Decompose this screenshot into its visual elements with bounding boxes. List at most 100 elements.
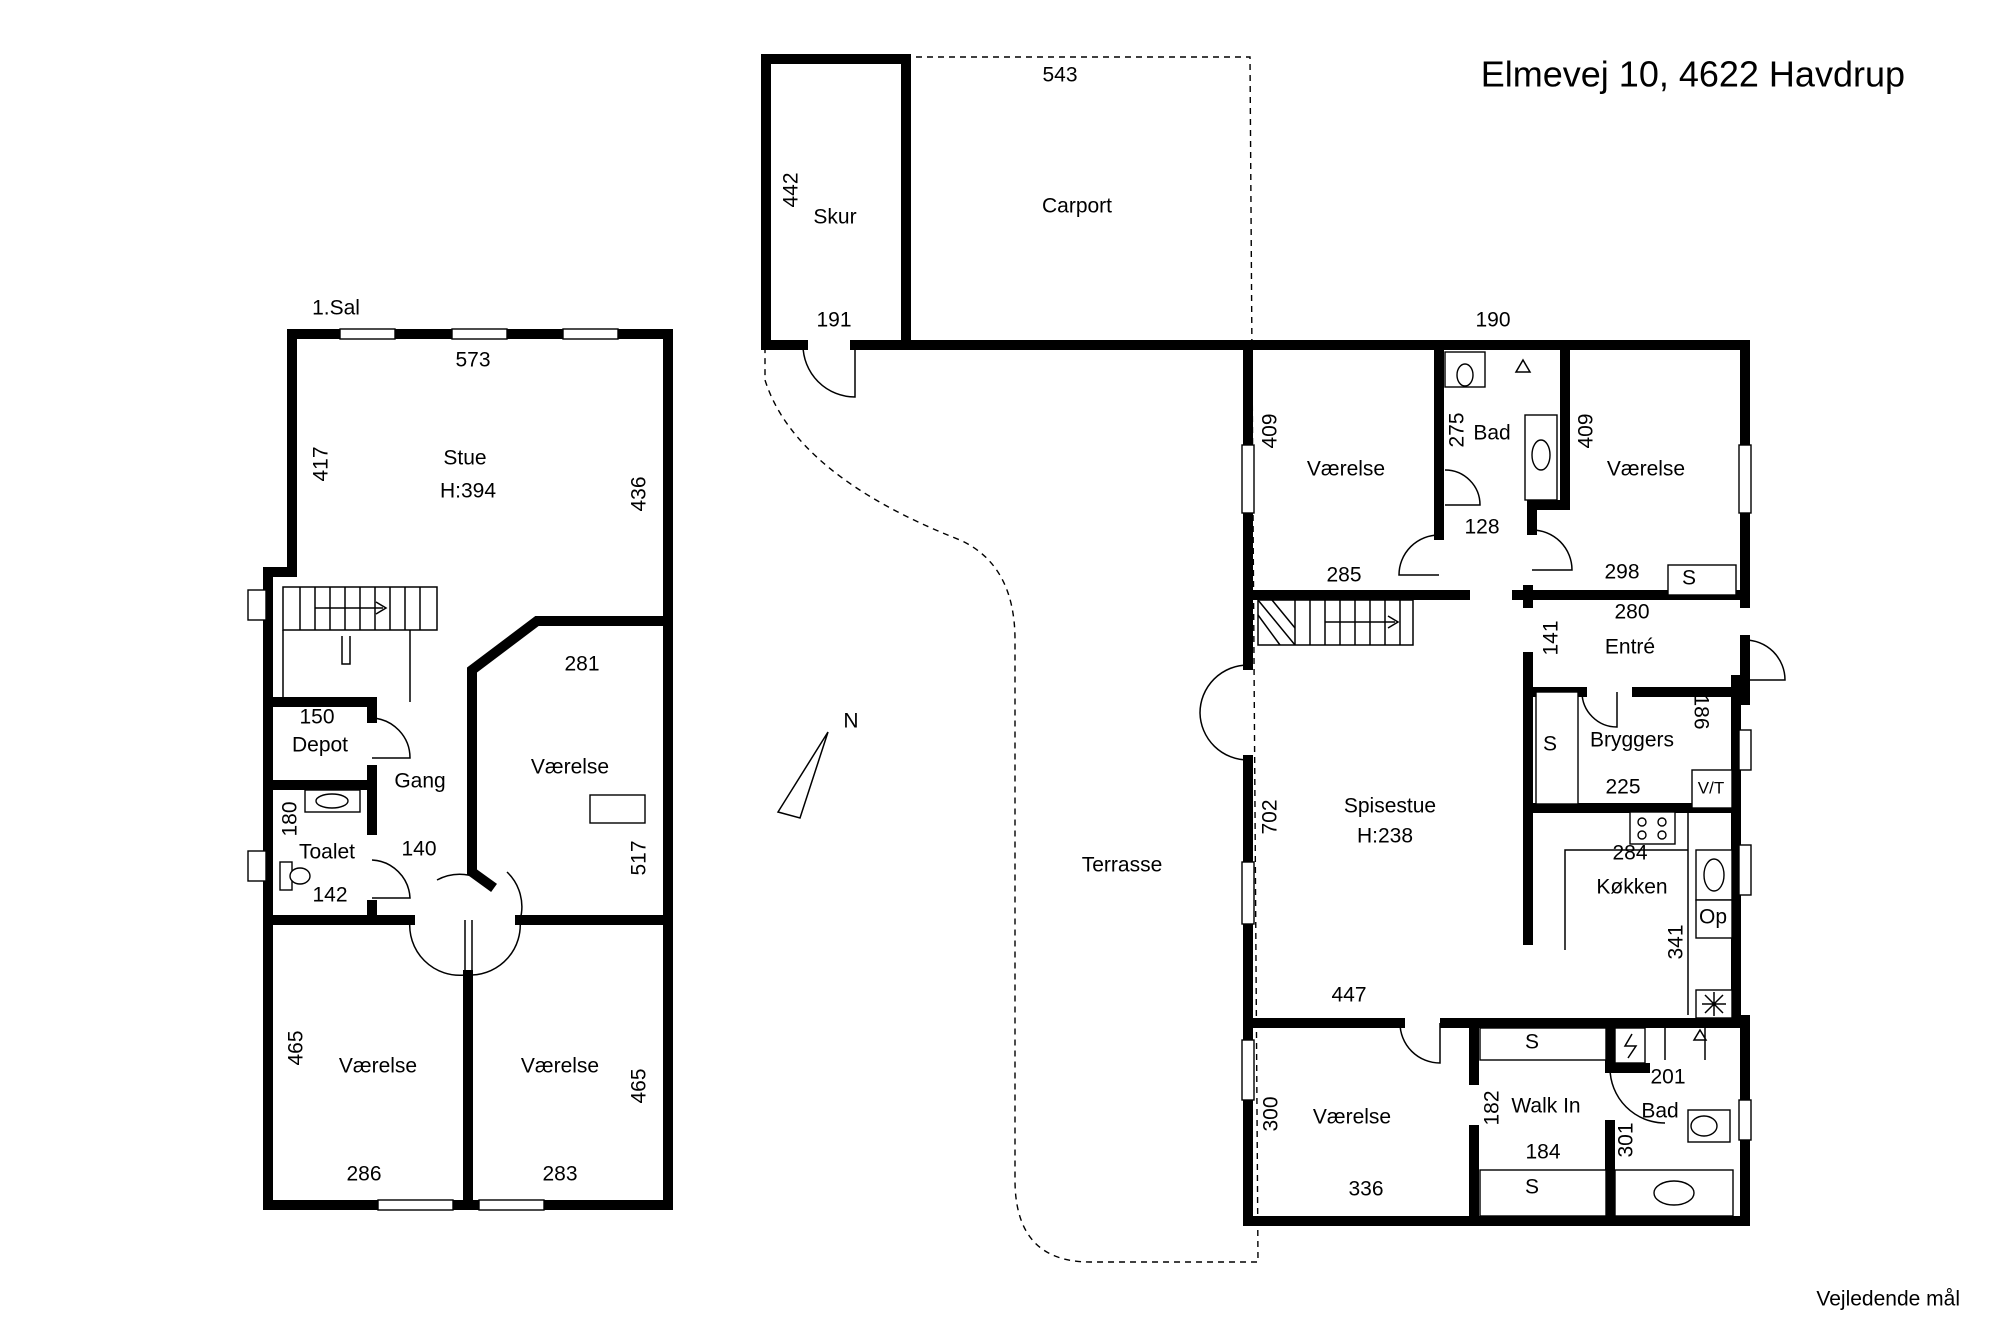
fixture-label: S: [1525, 1176, 1539, 1199]
room-label-bad: Bad: [1641, 1100, 1678, 1123]
dimension-label: 543: [1042, 64, 1077, 87]
dimension-label: 150: [299, 706, 334, 729]
door-swing: [1444, 469, 1481, 506]
room-height-spisestue: H:238: [1357, 825, 1413, 848]
dimension-label: 180: [279, 801, 302, 836]
dimension-label: 190: [1475, 309, 1510, 332]
dimension-label: 517: [628, 840, 651, 875]
door-swing: [802, 344, 856, 398]
room-label-vaerelse: Værelse: [1607, 458, 1685, 481]
room-label-walkin: Walk In: [1511, 1095, 1580, 1118]
dimension-label: 201: [1650, 1066, 1685, 1089]
dimension-label: 336: [1348, 1178, 1383, 1201]
fixture-s: [1667, 564, 1737, 596]
dimension-label: 702: [1259, 799, 1282, 834]
disclaimer-note: Vejledende mål: [1816, 1288, 1960, 1311]
window: [562, 328, 619, 340]
dimension-label: 281: [564, 653, 599, 676]
room-label-vaerelse: Værelse: [521, 1055, 599, 1078]
fixture-label: S: [1525, 1031, 1539, 1054]
ground-stair: [1257, 599, 1414, 646]
dimension-label: 300: [1260, 1096, 1283, 1131]
window: [1241, 444, 1255, 514]
door-swing: [371, 859, 411, 899]
ground-floor-plan: Værelse Bad Værelse Entré Bryggers Spise…: [1199, 309, 1786, 1226]
shower-icon: [1514, 358, 1532, 373]
dimension-label: 285: [1326, 564, 1361, 587]
dimension-label: 142: [312, 884, 347, 907]
dimension-label: 409: [1259, 413, 1282, 448]
outbuilding-plan: Skur Carport 543 442 191: [761, 54, 1259, 1263]
fixture-op: [1695, 899, 1733, 939]
room-label-vaerelse: Værelse: [339, 1055, 417, 1078]
dimension-label: 465: [628, 1068, 651, 1103]
window: [339, 328, 396, 340]
fixture-label: Op: [1699, 906, 1727, 929]
fixture-s: [1479, 1027, 1607, 1061]
fixture-label: V/T: [1698, 778, 1724, 797]
door-swing: [1531, 529, 1573, 571]
window: [1241, 1039, 1255, 1101]
window: [1738, 444, 1752, 514]
room-label-kokken: Køkken: [1596, 876, 1667, 899]
dimension-label: 286: [346, 1163, 381, 1186]
area-label-terrasse: Terrasse: [1082, 854, 1163, 877]
fixture-s: [1479, 1169, 1607, 1217]
dimension-label: 140: [401, 838, 436, 861]
dimension-label: 186: [1689, 694, 1712, 729]
door-swing: [1744, 639, 1786, 681]
window: [478, 1199, 545, 1211]
floor-label: 1.Sal: [312, 297, 360, 320]
dimension-label: 225: [1605, 776, 1640, 799]
door-swing: [1399, 1022, 1441, 1064]
dimension-label: 465: [285, 1030, 308, 1065]
room-label-bad: Bad: [1473, 422, 1510, 445]
upper-floor-plan: 1.Sal: [247, 297, 673, 1211]
dimension-label: 280: [1614, 601, 1649, 624]
room-label-vaerelse: Værelse: [531, 756, 609, 779]
kitchen-counter: [1564, 808, 1689, 1015]
door-swing: [436, 873, 491, 886]
door-swing: [1581, 691, 1618, 728]
room-label-entre: Entré: [1605, 636, 1655, 659]
door-swing: [471, 919, 521, 976]
room-height-stue: H:394: [440, 480, 496, 503]
dimension-label: 301: [1615, 1122, 1638, 1157]
dimension-label: 182: [1481, 1090, 1504, 1125]
dimension-label: 283: [542, 1163, 577, 1186]
dimension-label: 128: [1464, 516, 1499, 539]
dimension-label: 447: [1331, 984, 1366, 1007]
address-title: Elmevej 10, 4622 Havdrup: [1481, 54, 1905, 95]
dimension-label: 275: [1446, 412, 1469, 447]
stove-icon: [1629, 811, 1676, 845]
window: [377, 1199, 454, 1211]
dimension-label: 341: [1665, 924, 1688, 959]
shed-walls: [761, 54, 1257, 350]
room-label-vaerelse: Værelse: [1307, 458, 1385, 481]
dimension-label: 141: [1540, 620, 1563, 655]
wall: [1527, 340, 1570, 535]
door-swing: [1199, 664, 1249, 761]
room-label-depot: Depot: [292, 734, 348, 757]
dimension-label: 436: [628, 476, 651, 511]
window: [1241, 861, 1255, 925]
window-skylight: [247, 850, 267, 882]
dimension-label: 284: [1612, 842, 1647, 865]
room-label-bryggers: Bryggers: [1590, 729, 1674, 752]
dimension-label: 417: [310, 446, 333, 481]
room-label-toilet: Toalet: [299, 841, 355, 864]
door-swing: [1609, 1067, 1666, 1124]
window: [1738, 729, 1752, 771]
dimension-label: 442: [780, 172, 803, 207]
dimension-label: 191: [816, 309, 851, 332]
room-label-carport: Carport: [1042, 195, 1112, 218]
room-label-skur: Skur: [813, 206, 856, 229]
window-skylight: [247, 589, 267, 621]
shower-icon: [1664, 1023, 1708, 1060]
room-label-spisestue: Spisestue: [1344, 795, 1436, 818]
room-label-gang: Gang: [394, 770, 445, 793]
upper-outer-walls: [263, 329, 673, 1210]
door-swing: [506, 871, 523, 921]
north-label: N: [843, 710, 858, 733]
skylight-icon: [589, 794, 646, 824]
